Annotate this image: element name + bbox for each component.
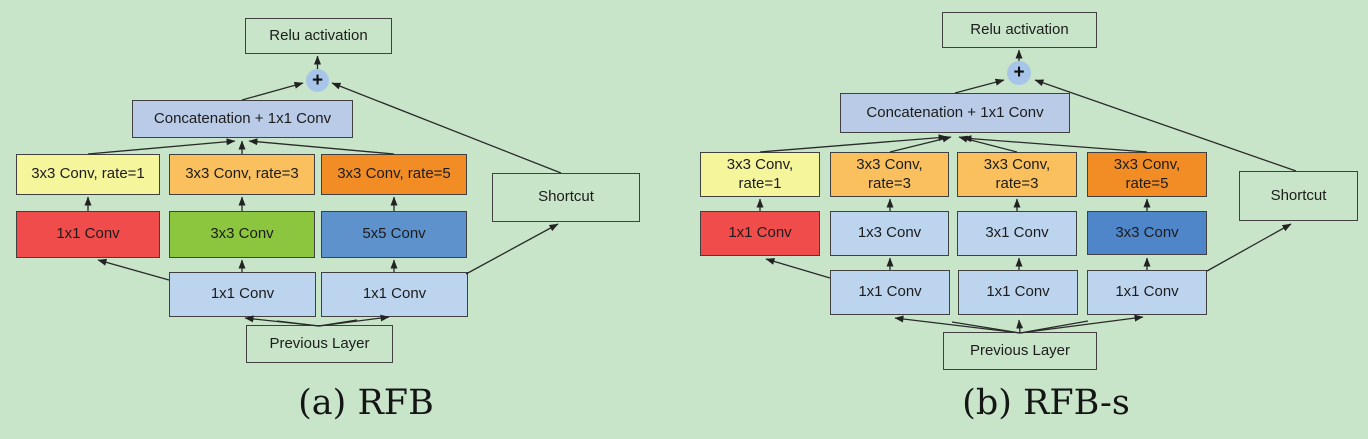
conv-3x3-blue-box-b: 3x3 Conv bbox=[1087, 211, 1207, 255]
arrow-rate1-to-concat-a bbox=[87, 138, 236, 155]
arrow-rate3b-to-concat-b bbox=[958, 135, 1018, 153]
conv-rate1-box-b: 3x3 Conv, rate=1 bbox=[700, 152, 820, 197]
relu-activation-box-a: Relu activation bbox=[245, 18, 392, 54]
bottleneck-1x1-box-1-a: 1x1 Conv bbox=[169, 272, 316, 317]
sum-node-b: + bbox=[1007, 61, 1031, 85]
shortcut-box-b: Shortcut bbox=[1239, 171, 1358, 221]
plus-icon: + bbox=[1013, 62, 1025, 83]
conv-rate3-box-a: 3x3 Conv, rate=3 bbox=[169, 154, 315, 195]
shortcut-box-a: Shortcut bbox=[492, 173, 640, 222]
arrow-previous-to-pre3-b bbox=[1019, 314, 1144, 334]
arrow-pre1-to-red-a bbox=[97, 258, 170, 281]
plus-icon: + bbox=[311, 69, 324, 91]
arrow-pre2-to-shortcut-a bbox=[465, 223, 559, 275]
previous-layer-box-a: Previous Layer bbox=[246, 325, 393, 363]
conv-1x3-box-b: 1x3 Conv bbox=[830, 211, 949, 256]
conv-rate5-box-b: 3x3 Conv, rate=5 bbox=[1087, 152, 1207, 197]
arrow-previous-to-pre1-b bbox=[894, 315, 1021, 334]
conv-rate1-box-a: 3x3 Conv, rate=1 bbox=[16, 154, 160, 195]
conv-rate3-box-1-b: 3x3 Conv, rate=3 bbox=[830, 152, 949, 197]
arrow-concat-to-sum-a bbox=[241, 81, 304, 101]
caption-a: (a) RFB bbox=[298, 383, 434, 423]
relu-activation-box-b: Relu activation bbox=[942, 12, 1097, 48]
conv-rate5-box-a: 3x3 Conv, rate=5 bbox=[321, 154, 467, 195]
conv-rate3-box-2-b: 3x3 Conv, rate=3 bbox=[957, 152, 1077, 197]
previous-layer-box-b: Previous Layer bbox=[943, 332, 1097, 370]
bottleneck-1x1-box-3-b: 1x1 Conv bbox=[1087, 270, 1207, 315]
bottleneck-1x1-box-2-a: 1x1 Conv bbox=[321, 272, 468, 317]
arrow-rate3a-to-concat-b bbox=[889, 135, 952, 153]
bottleneck-1x1-box-2-b: 1x1 Conv bbox=[958, 270, 1078, 315]
conv-1x1-red-box-a: 1x1 Conv bbox=[16, 211, 160, 258]
arrow-pre1-to-red-b bbox=[765, 258, 831, 279]
concatenation-box-b: Concatenation + 1x1 Conv bbox=[840, 93, 1070, 133]
conv-3x1-box-b: 3x1 Conv bbox=[957, 211, 1077, 256]
caption-b: (b) RFB-s bbox=[962, 383, 1130, 423]
arrow-rate5-to-concat-a bbox=[248, 138, 395, 155]
sum-node-a: + bbox=[306, 69, 329, 92]
arrow-rate1-to-concat-b bbox=[759, 134, 948, 153]
bottleneck-1x1-box-1-b: 1x1 Conv bbox=[830, 270, 950, 315]
conv-3x3-green-box-a: 3x3 Conv bbox=[169, 211, 315, 258]
conv-5x5-blue-box-a: 5x5 Conv bbox=[321, 211, 467, 258]
arrow-rate5-to-concat-b bbox=[962, 135, 1148, 153]
arrow-pre3-to-shortcut-b bbox=[1206, 223, 1292, 272]
arrow-concat-to-sum-b bbox=[954, 78, 1005, 94]
conv-1x1-red-box-b: 1x1 Conv bbox=[700, 211, 820, 256]
concatenation-box-a: Concatenation + 1x1 Conv bbox=[132, 100, 353, 138]
